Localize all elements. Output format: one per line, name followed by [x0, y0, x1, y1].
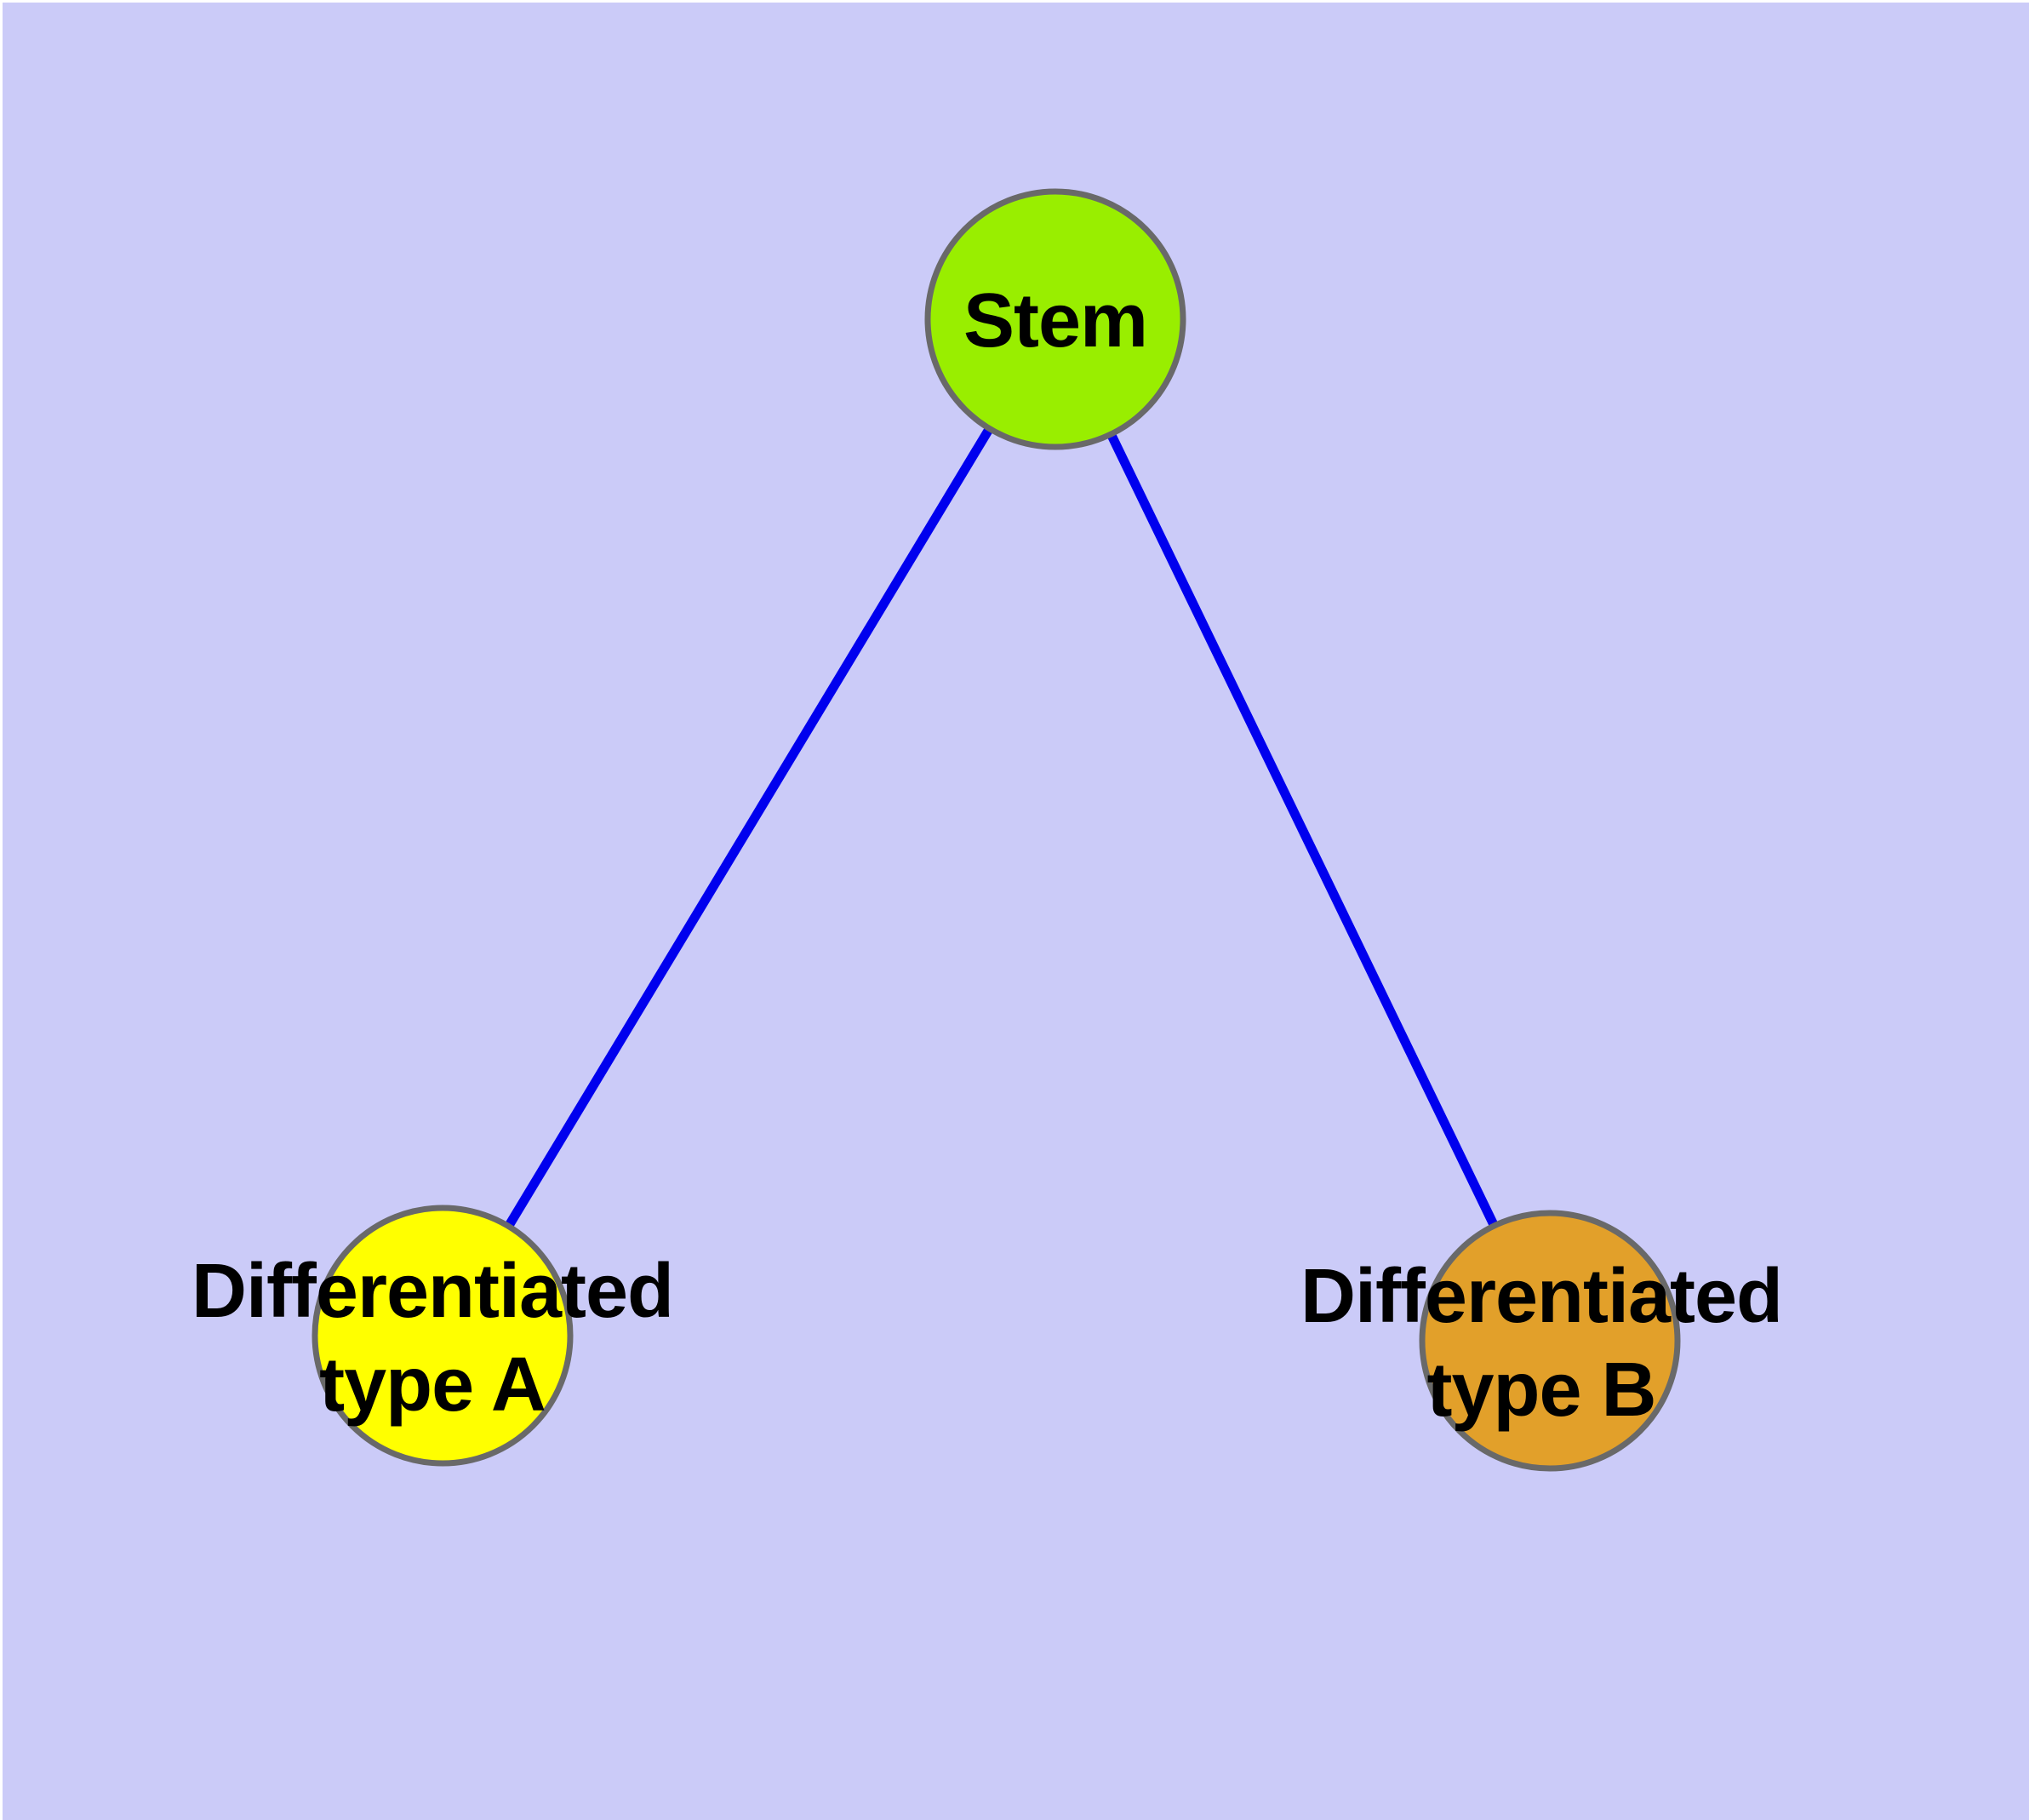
edge-stem-to-type-b — [1051, 317, 1554, 1343]
node-differentiated-type-b — [1419, 1210, 1681, 1472]
node-type-a-label-line1: Differentiated — [191, 1249, 673, 1334]
node-type-a-label-line2: type A — [319, 1342, 546, 1428]
node-stem-label: Stem — [963, 278, 1147, 363]
edge-stem-to-type-a — [438, 317, 1060, 1338]
diagram-canvas: Stem Differentiated type A Differentiate… — [3, 3, 2029, 1820]
node-differentiated-type-a — [311, 1205, 574, 1467]
node-stem — [924, 188, 1186, 450]
node-type-b-label-line2: type B — [1426, 1348, 1655, 1433]
node-type-b-label-line1: Differentiated — [1300, 1254, 1782, 1339]
